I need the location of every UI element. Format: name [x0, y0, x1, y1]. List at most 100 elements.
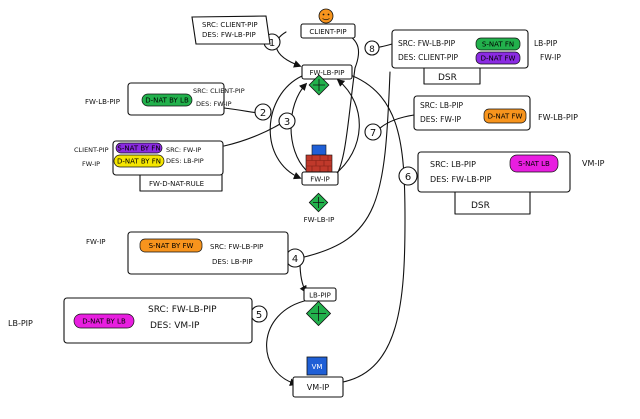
box8-caption: DSR	[438, 73, 457, 83]
vm-icon-label: VM	[312, 363, 323, 371]
flow-line-4b	[299, 261, 307, 294]
fw-ip-node: FW-IP	[301, 144, 339, 186]
client-pip-label: CLIENT-PIP	[309, 28, 346, 36]
flow-line-4a	[299, 71, 391, 259]
vm-node: VM VM-IP	[292, 356, 344, 398]
info-box-6: SRC: LB-PIP DES: FW-LB-PIP S-NAT LB VM-I…	[417, 151, 605, 215]
lb-pip-box	[303, 287, 337, 302]
step-6-circle	[398, 166, 418, 186]
box8-des: DES: CLIENT-PIP	[398, 53, 458, 62]
box5-des: DES: VM-IP	[150, 321, 200, 331]
step-2-circle	[254, 103, 272, 121]
box3-pill-2-label: D-NAT BY FN	[117, 158, 161, 166]
flow-line-2	[269, 75, 303, 180]
box6-des: DES: FW-LB-PIP	[430, 175, 492, 184]
vm-ip-box	[292, 376, 344, 398]
box5-pill-label: D-NAT BY LB	[82, 318, 126, 326]
info-box-7: SRC: LB-PIP DES: FW-IP D-NAT FW FW-LB-PI…	[413, 95, 578, 131]
client-face-icon	[318, 8, 334, 24]
box3-src: SRC: FW-IP	[166, 146, 201, 154]
box8-right-label-1: LB-PIP	[534, 39, 558, 48]
box8-caption-frame	[423, 67, 481, 85]
info-box-1: SRC: CLIENT-PIP DES: FW-LB-PIP	[191, 15, 271, 45]
box8-right-label-2: FW-IP	[540, 53, 561, 62]
box5-pill	[73, 313, 135, 329]
fw-lb-pip-box	[301, 64, 353, 80]
flow-line-1	[275, 31, 302, 68]
step-4-label: 4	[292, 254, 298, 265]
step-2-label: 2	[260, 108, 266, 119]
box3-pill-1	[115, 142, 163, 154]
fw-lb-ip-node: FW-LB-IP	[304, 192, 335, 224]
fw-lb-ip-label: FW-LB-IP	[304, 216, 335, 224]
box8-pill-1-label: S-NAT FN	[482, 41, 514, 49]
info-box-4: FW-IP S-NAT BY FW SRC: FW-LB-PIP DES: LB…	[86, 231, 289, 275]
box3-pill-2	[113, 154, 165, 168]
fw-ip-box	[301, 171, 339, 186]
fw-ip-label: FW-IP	[310, 176, 329, 184]
flow-line-6	[340, 70, 406, 383]
box4-src: SRC: FW-LB-PIP	[210, 243, 263, 251]
box4-des: DES: LB-PIP	[212, 258, 253, 266]
box6-pill	[509, 154, 559, 173]
flow-line-5	[266, 299, 309, 386]
flow-line-3	[290, 82, 308, 171]
box8-pill-2-label: D-NAT FW	[481, 55, 516, 63]
step-8-label: 8	[369, 45, 375, 55]
box7-right-label: FW-LB-PIP	[538, 113, 578, 122]
info-box-5-frame	[63, 297, 253, 344]
client-pip-box	[300, 23, 356, 39]
info-box-5: LB-PIP D-NAT BY LB SRC: FW-LB-PIP DES: V…	[8, 297, 253, 344]
flow-line-7	[333, 78, 360, 176]
info-box-2: FW-LB-PIP D-NAT BY LB SRC: CLIENT-PIP DE…	[85, 82, 245, 116]
lb-pip-node: LB-PIP	[303, 287, 337, 327]
box7-pill-label: D-NAT FW	[488, 113, 523, 121]
firewall-monitor-icon	[311, 144, 327, 156]
step-7-circle	[364, 123, 382, 141]
box4-left-label: FW-IP	[86, 238, 105, 246]
box7-des: DES: FW-IP	[420, 115, 462, 124]
box8-pill-1	[475, 37, 521, 51]
box3-left-label-1: CLIENT-PIP	[74, 146, 109, 154]
box4-pill-label: S-NAT BY FW	[149, 242, 194, 250]
step-6-label: 6	[405, 172, 411, 183]
step-8-circle	[364, 40, 380, 56]
leader-3	[223, 123, 281, 147]
box1-des: DES: FW-LB-PIP	[202, 31, 256, 39]
box3-pill-1-label: S-NAT BY FN	[117, 145, 160, 153]
box2-left-label: FW-LB-PIP	[85, 98, 120, 106]
info-box-3: CLIENT-PIP FW-IP S-NAT BY FN D-NAT BY FN…	[74, 140, 224, 192]
box6-caption-frame	[454, 191, 531, 215]
vm-icon	[306, 356, 328, 376]
box3-caption-frame	[139, 174, 223, 192]
box7-src: SRC: LB-PIP	[420, 101, 464, 110]
box8-pill-2	[475, 51, 521, 65]
box2-src: SRC: CLIENT-PIP	[193, 87, 245, 95]
box5-src: SRC: FW-LB-PIP	[148, 305, 217, 315]
step-7-label: 7	[370, 128, 376, 139]
box1-src: SRC: CLIENT-PIP	[202, 21, 258, 29]
box7-pill	[483, 108, 527, 124]
box2-pill-label: D-NAT BY LB	[145, 97, 189, 105]
step-3-label: 3	[284, 117, 290, 128]
box5-left-label: LB-PIP	[8, 319, 33, 328]
info-box-4-frame	[127, 231, 289, 275]
leader-2	[223, 107, 259, 114]
box2-pill	[141, 93, 193, 107]
fw-lb-pip-label: FW-LB-PIP	[310, 69, 345, 77]
box8-src: SRC: FW-LB-PIP	[398, 39, 456, 48]
info-box-8: SRC: FW-LB-PIP DES: CLIENT-PIP S-NAT FN …	[391, 29, 561, 85]
flow-line-8b	[335, 67, 356, 177]
box3-des: DES: LB-PIP	[166, 157, 204, 165]
box2-des: DES: FW-IP	[196, 100, 232, 108]
step-1-label: 1	[269, 38, 275, 49]
client-node: CLIENT-PIP	[300, 8, 356, 39]
box6-pill-label: S-NAT LB	[518, 160, 550, 168]
info-box-1-frame	[191, 15, 271, 45]
vm-ip-label: VM-IP	[307, 383, 330, 392]
box4-pill	[139, 238, 203, 253]
step-5-label: 5	[256, 310, 262, 321]
lb-pip-label: LB-PIP	[309, 292, 331, 300]
step-3-circle	[278, 112, 296, 130]
